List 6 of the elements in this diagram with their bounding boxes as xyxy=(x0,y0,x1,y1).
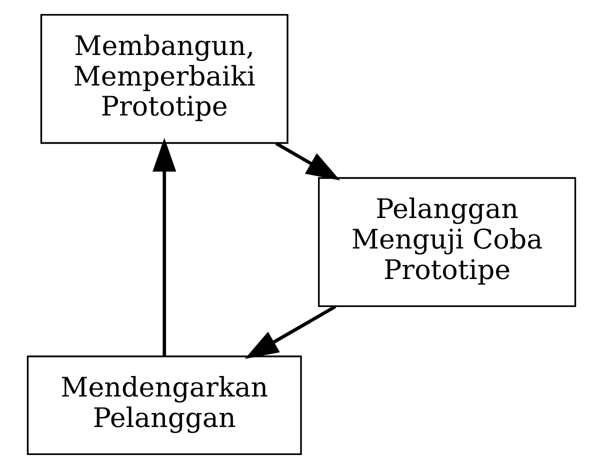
arrow xyxy=(152,138,176,356)
arrow xyxy=(244,305,336,359)
arrow xyxy=(275,142,340,180)
node-box: Membangun, Memperbaiki Prototipe xyxy=(40,14,288,144)
node-box: Mendengarkan Pelanggan xyxy=(26,356,302,456)
node-box: Pelanggan Menguji Coba Prototipe xyxy=(318,177,576,308)
